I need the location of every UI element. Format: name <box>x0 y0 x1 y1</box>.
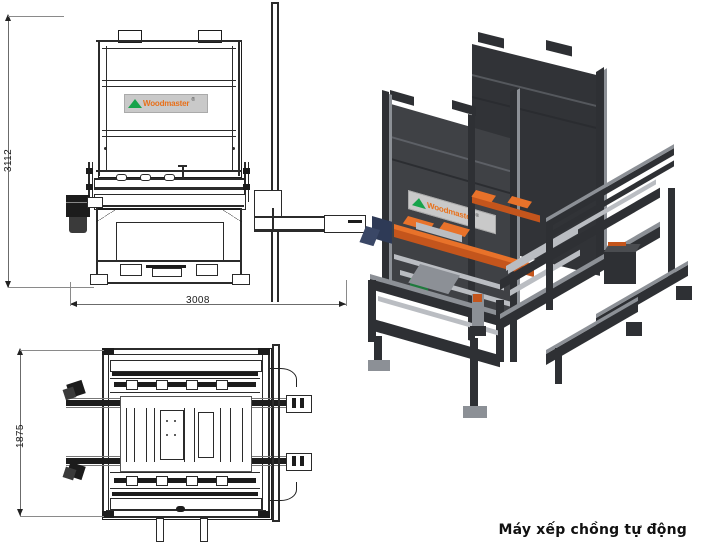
control-box <box>604 250 636 284</box>
trademark-icon: ® <box>191 97 195 103</box>
isometric-3d-render: Woodmaster ® <box>359 18 701 438</box>
drawing-caption: Máy xếp chồng tự động <box>498 522 687 538</box>
dimension-label-depth: 1875 <box>15 424 26 448</box>
dimension-label-width: 3008 <box>186 295 210 306</box>
mountain-icon <box>128 99 142 108</box>
base-foot-front <box>463 406 487 418</box>
logo-wordmark: Woodmaster <box>143 98 190 108</box>
mountain-icon <box>412 196 426 210</box>
trademark-icon: ® <box>475 212 479 220</box>
dimension-label-height: 3112 <box>3 148 14 172</box>
base-foot-left <box>368 360 390 371</box>
woodmaster-logo-front-view: Woodmaster ® <box>124 94 208 113</box>
support-post-front <box>470 338 478 410</box>
plan-top-view: 1875 <box>15 338 360 543</box>
front-elevation-view: Woodmaster ® <box>3 2 366 307</box>
